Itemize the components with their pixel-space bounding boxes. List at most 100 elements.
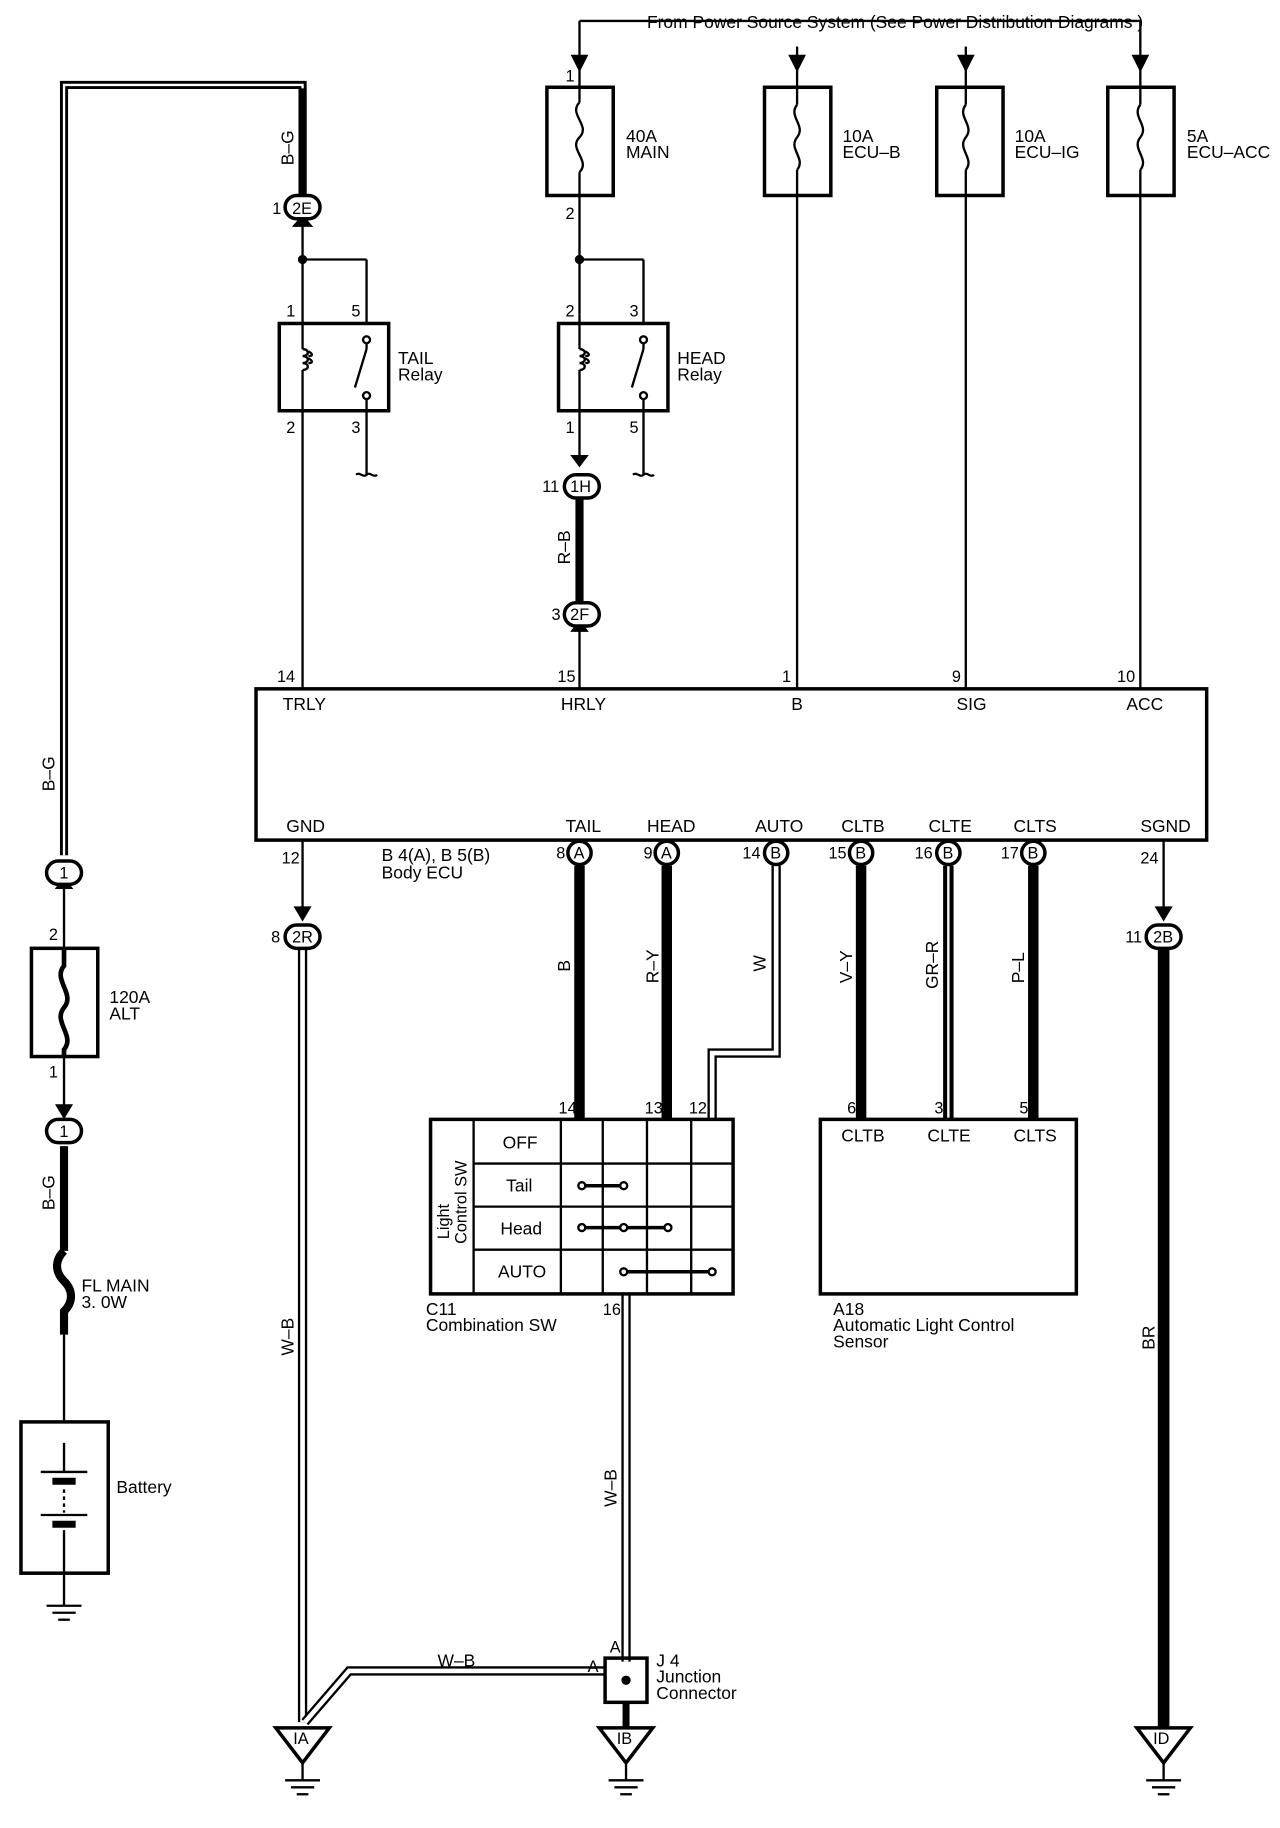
combo-sw-id: C11 xyxy=(426,1299,457,1319)
ecu-name-line2: Body ECU xyxy=(382,863,463,883)
fuse-alt-name: ALT xyxy=(109,1003,140,1023)
fuse-main-pin-bottom: 2 xyxy=(566,205,575,223)
ecu-bottom-conn-cltb: B xyxy=(855,845,866,863)
fuse-ecu-b xyxy=(762,67,833,689)
sensor-id: A18 xyxy=(833,1299,864,1319)
head-relay-pin-3: 3 xyxy=(630,302,639,320)
ecu-top-name-acc: ACC xyxy=(1126,694,1163,714)
combo-sw-pin-13: 13 xyxy=(645,1100,663,1118)
power-source-bus xyxy=(570,19,1150,73)
ecu-bottom-name-cltb: CLTB xyxy=(841,816,884,836)
conn-2f-pin: 3 xyxy=(552,606,561,624)
combo-sw-side-label1: Light xyxy=(435,1203,453,1239)
conn-1h-id: 1H xyxy=(570,478,591,496)
conn-2b-pin: 11 xyxy=(1125,929,1142,947)
wire-rb: R–B xyxy=(554,530,574,564)
ecu-bottom-pin-clts: 17 xyxy=(1001,845,1019,863)
junction-id: J 4 xyxy=(656,1650,680,1670)
sensor-name-clte: CLTE xyxy=(927,1125,970,1145)
ecu-bottom-conn-tail: A xyxy=(574,845,585,863)
fl-main-name: FL MAIN xyxy=(81,1276,149,1296)
ecu-top-pin-trly: 14 xyxy=(277,668,295,686)
tail-relay xyxy=(277,214,391,689)
ecu-bottom-pin-cltb: 15 xyxy=(829,845,847,863)
head-relay-pin-1: 1 xyxy=(566,419,575,437)
fuse-ecu-b-name: ECU–B xyxy=(842,142,900,162)
ecu-bottom-pin-sgnd: 24 xyxy=(1140,849,1158,867)
head-relay-label1: HEAD xyxy=(677,348,725,368)
ecu-bottom-pin-clte: 16 xyxy=(915,845,933,863)
tail-relay-pin-2: 2 xyxy=(286,419,295,437)
tail-relay-pin-1: 1 xyxy=(286,302,295,320)
conn-2b-id: 2B xyxy=(1153,929,1173,947)
combination-switch xyxy=(428,1117,735,1296)
sensor-name-clts: CLTS xyxy=(1014,1125,1057,1145)
ecu-output-wires xyxy=(293,840,1173,1728)
ecu-bottom-name-clts: CLTS xyxy=(1014,816,1057,836)
tail-relay-pin-5: 5 xyxy=(351,302,360,320)
head-relay-pin-5: 5 xyxy=(630,419,639,437)
wire-ry: R–Y xyxy=(643,949,663,983)
sensor-name1: Automatic Light Control xyxy=(833,1315,1014,1335)
junction-name1: Junction xyxy=(656,1667,721,1687)
alt-circuit xyxy=(19,876,110,1621)
fuse-main-amp: 40A xyxy=(626,126,657,146)
ecu-top-name-b: B xyxy=(791,694,803,714)
combo-sw-pos-tail: Tail xyxy=(506,1176,532,1196)
bg-main-wire xyxy=(59,80,307,856)
body-ecu xyxy=(254,687,1209,842)
combo-sw-pos-head: Head xyxy=(500,1219,542,1239)
combo-sw-side-label2: Control SW xyxy=(453,1160,471,1244)
ecu-top-name-sig: SIG xyxy=(956,694,986,714)
sensor-pin-5: 5 xyxy=(1019,1100,1028,1118)
ecu-top-pin-sig: 9 xyxy=(952,668,961,686)
ground-ib: IB xyxy=(617,1730,632,1748)
ground-id: ID xyxy=(1153,1730,1169,1748)
labels: From Power Source System (See Power Dist… xyxy=(39,12,1271,1748)
sensor-name2: Sensor xyxy=(833,1331,888,1351)
junction-name2: Connector xyxy=(656,1683,737,1703)
ecu-bottom-name-sgnd: SGND xyxy=(1140,816,1190,836)
ecu-top-pin-hrly: 15 xyxy=(557,668,575,686)
sensor-pin-3: 3 xyxy=(934,1100,943,1118)
junction-pin-left: A xyxy=(588,1658,599,1676)
connector-badges xyxy=(44,193,1183,1145)
conn-1-lower-id: 1 xyxy=(59,1123,68,1141)
wire-vy: V–Y xyxy=(836,950,856,983)
ecu-bottom-pin-head: 9 xyxy=(643,845,652,863)
ground-symbols xyxy=(272,1726,1194,1796)
combo-sw-name: Combination SW xyxy=(426,1315,557,1335)
ecu-bottom-name-tail: TAIL xyxy=(566,816,602,836)
tail-relay-label2: Relay xyxy=(398,364,443,384)
fuse-alt-pin-top: 2 xyxy=(49,926,58,944)
fuse-main xyxy=(545,67,615,315)
conn-2e-id: 2E xyxy=(292,200,312,218)
conn-2r-id: 2R xyxy=(292,929,313,947)
ecu-bottom-pin-tail: 8 xyxy=(556,845,565,863)
conn-1-upper-id: 1 xyxy=(59,865,68,883)
ecu-top-name-hrly: HRLY xyxy=(561,694,607,714)
fuse-ecu-ig-name: ECU–IG xyxy=(1015,142,1080,162)
combo-sw-pin-14: 14 xyxy=(559,1100,577,1118)
fuse-ecu-acc-amp: 5A xyxy=(1187,126,1209,146)
wire-wb-horizontal: W–B xyxy=(438,1650,476,1670)
conn-2e-pin: 1 xyxy=(272,200,281,218)
ecu-bottom-name-clte: CLTE xyxy=(929,816,972,836)
fuse-ecu-acc-name: ECU–ACC xyxy=(1187,142,1270,162)
head-relay xyxy=(556,254,670,477)
ecu-bottom-conn-head: A xyxy=(661,845,672,863)
ground-ia: IA xyxy=(293,1730,309,1748)
wire-w: W xyxy=(750,955,770,972)
fuse-ecu-ig xyxy=(934,67,1005,689)
wb-ground-wire xyxy=(297,948,631,1728)
wire-grr: GR–R xyxy=(922,941,942,989)
rb-wire xyxy=(570,498,589,689)
ecu-top-pin-b: 1 xyxy=(782,668,791,686)
light-control-sensor xyxy=(818,1117,1079,1296)
fuse-alt-amp: 120A xyxy=(109,987,150,1007)
wire-wb-left: W–B xyxy=(277,1318,297,1356)
fuse-ecu-acc xyxy=(1106,67,1176,689)
fuse-main-name: MAIN xyxy=(626,142,670,162)
wire-wb-center: W–B xyxy=(601,1469,621,1507)
head-relay-label2: Relay xyxy=(677,364,722,384)
